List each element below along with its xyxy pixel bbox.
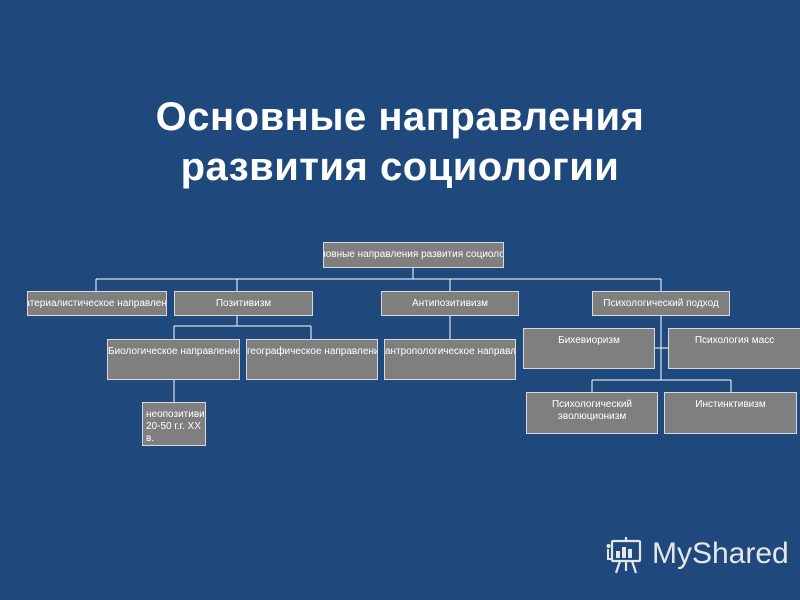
watermark-logo: MyShared: [606, 533, 789, 579]
box-psychological-approach: Психологический подход: [592, 291, 730, 316]
slide-title-line-1: Основные направления: [155, 95, 645, 139]
box-antipositivism: Антипозитивизм: [381, 291, 519, 316]
box-instinctivism: Инстинктивизм: [664, 392, 797, 434]
presentation-board-icon: [606, 537, 642, 574]
box-materialist: Материалистическое направление: [27, 291, 167, 316]
watermark-text: MyShared: [652, 537, 789, 570]
box-psych-evolutionism: Психологический эволюционизм: [526, 392, 658, 434]
slide-title: Основные направления развития социологии: [0, 92, 800, 192]
slide-title-line-2: развития социологии: [180, 145, 620, 189]
neopositivism-line-2: 20-50 г.г. XX в.: [146, 421, 201, 444]
box-behaviorism: Бихевиоризм: [523, 328, 655, 369]
box-neopositivism: неопозитивизм 20-50 г.г. XX в.: [142, 402, 206, 446]
box-mass-psychology: Психология масс: [668, 328, 800, 369]
neopositivism-line-1: неопозитивизм: [146, 409, 205, 420]
box-positivism: Позитивизм: [174, 291, 313, 316]
box-root: Основные направления развития социологии: [323, 242, 504, 268]
box-biological: Биологическое направление: [107, 339, 240, 380]
box-anthropological: антропологическое направление: [384, 339, 516, 380]
box-geographical: географическое направление: [246, 339, 378, 380]
